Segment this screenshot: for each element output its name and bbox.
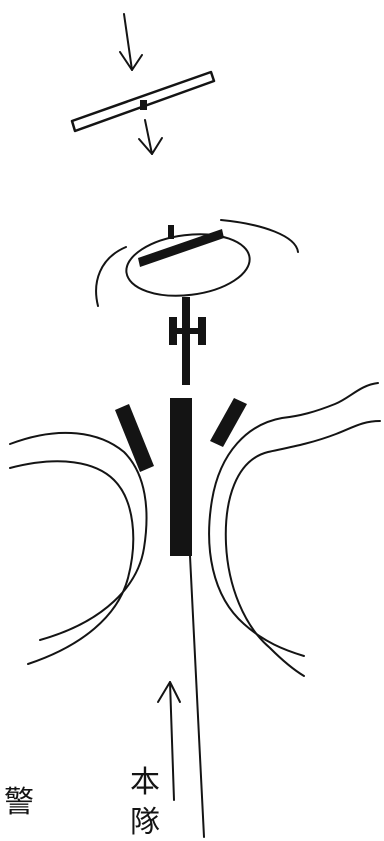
arrow-down-icon — [139, 120, 162, 154]
left-flank-guard — [115, 404, 154, 472]
column-stem — [169, 297, 206, 385]
corner-label: 警 — [4, 785, 34, 820]
arrow-down-icon — [120, 14, 142, 70]
main-force-label-top: 本 — [130, 765, 160, 800]
central-column — [170, 398, 204, 837]
right-defile-bank — [209, 383, 380, 676]
scout-marker — [140, 100, 147, 110]
advance-guard-ring — [96, 220, 298, 306]
arrow-up-icon — [158, 682, 180, 800]
main-force-label-bottom: 隊 — [130, 805, 160, 840]
left-defile-bank — [10, 433, 147, 664]
